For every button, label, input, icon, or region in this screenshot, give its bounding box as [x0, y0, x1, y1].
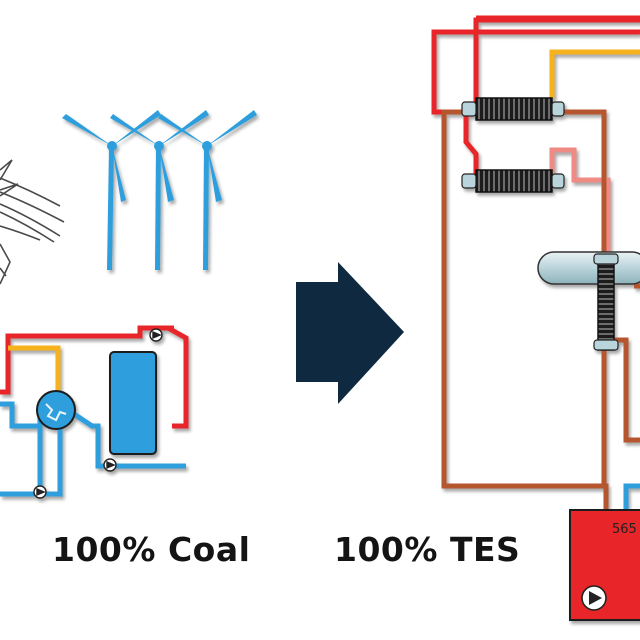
pipe-pink: [549, 147, 611, 252]
coal-caption: 100% Coal: [52, 530, 251, 569]
wind-turbine-icon: [62, 110, 257, 270]
tes-caption: 100% TES: [334, 530, 521, 569]
pipe-blue: [623, 483, 640, 510]
heat-exchanger-icon: [461, 97, 565, 121]
steam-turbine-icon: [537, 251, 640, 351]
boiler-icon: [109, 351, 157, 455]
tes-system: [431, 15, 640, 621]
power-line-icon: [0, 159, 65, 285]
pump-icon: [33, 328, 163, 499]
pipe-yellow: [549, 49, 640, 98]
steam-cycle-icon: [0, 325, 189, 499]
pipe-brown: [441, 109, 609, 510]
condenser-icon: [36, 390, 76, 430]
tank-temperature-label: 565: [612, 522, 637, 537]
heat-exchanger-icon: [461, 169, 565, 193]
pipe-blue: [0, 401, 43, 429]
pipe-red: [0, 325, 189, 429]
pump-icon: [581, 585, 607, 611]
pipe-yellow: [8, 345, 61, 390]
arrow-right-icon: [296, 262, 404, 404]
